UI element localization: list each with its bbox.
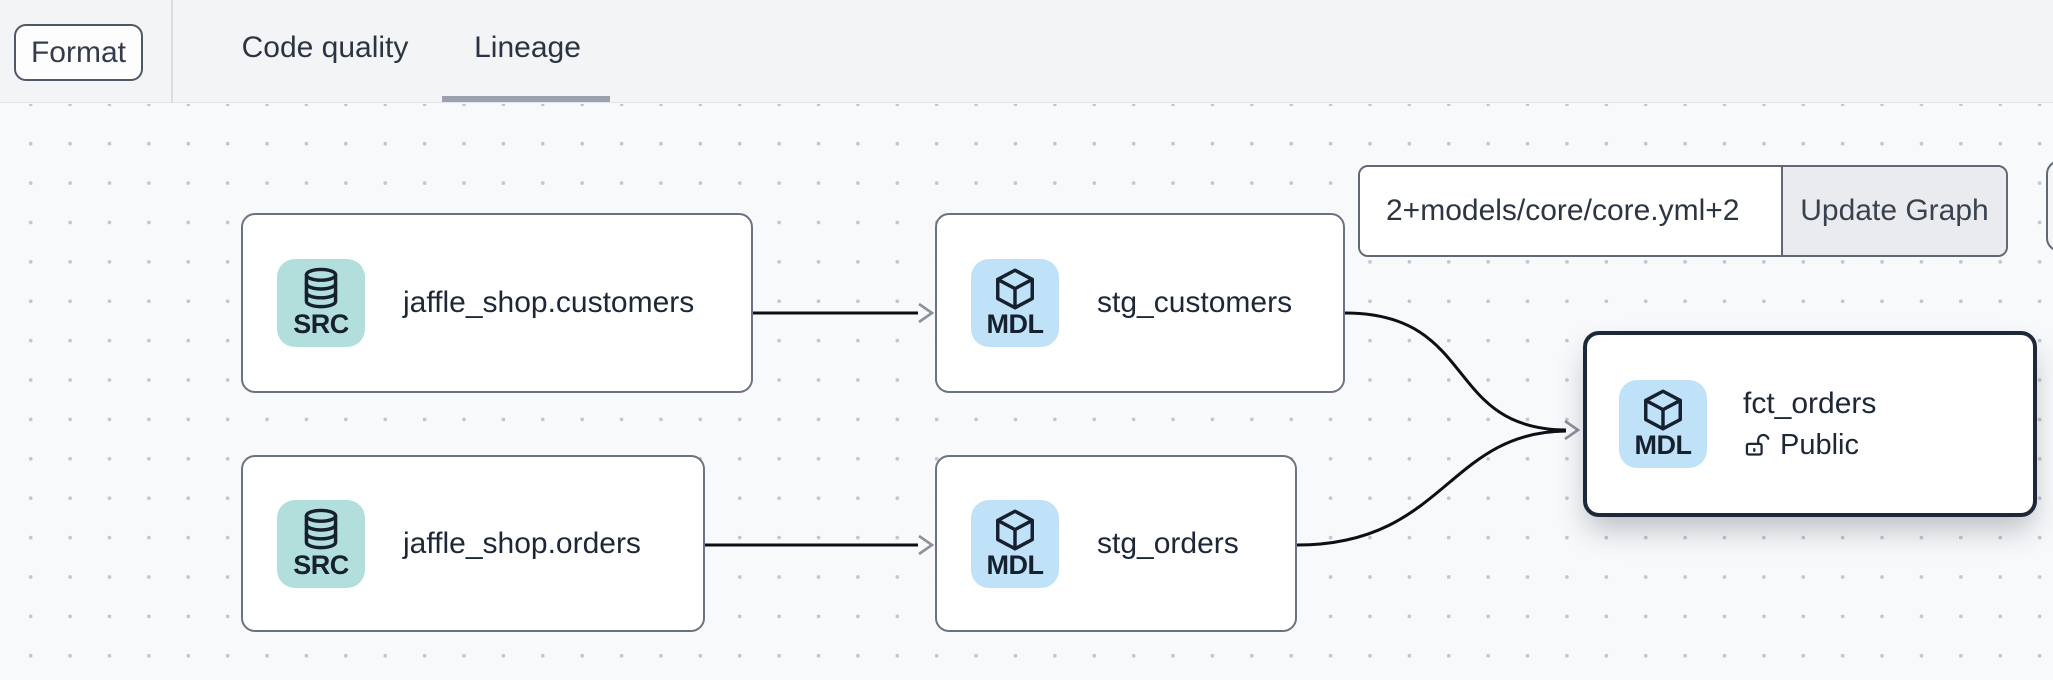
node-label: jaffle_shop.customers [403, 286, 695, 319]
model-badge: MDL [971, 499, 1059, 588]
format-button[interactable]: Format [14, 24, 143, 81]
badge-label: MDL [1634, 430, 1692, 460]
active-tab-indicator [442, 96, 610, 102]
node-label: fct_orders [1743, 386, 1877, 420]
database-icon [304, 508, 338, 549]
lineage-selector-group: Update Graph [1358, 165, 2008, 257]
source-badge: SRC [277, 259, 365, 347]
update-graph-button[interactable]: Update Graph [1781, 167, 2006, 255]
lock-open-icon [1745, 433, 1770, 456]
editor-toolbar: Format Code quality Lineage [0, 0, 2053, 103]
node-label: stg_orders [1097, 526, 1239, 560]
access-label: Public [1780, 428, 1859, 461]
cube-icon [996, 508, 1034, 551]
node-source-jaffle-shop-orders[interactable]: SRC jaffle_shop.orders [241, 455, 705, 632]
badge-label: MDL [986, 309, 1044, 339]
node-label: stg_customers [1097, 286, 1293, 319]
model-badge: MDL [1619, 380, 1707, 468]
node-label: jaffle_shop.orders [403, 526, 641, 560]
cube-icon [996, 268, 1034, 310]
badge-label: MDL [986, 549, 1044, 580]
node-model-stg-customers[interactable]: MDL stg_customers [935, 213, 1345, 393]
cube-icon [1644, 389, 1682, 431]
tab-lineage[interactable]: Lineage [474, 31, 581, 64]
toolbar-divider [171, 0, 173, 103]
tab-code-quality[interactable]: Code quality [241, 31, 409, 64]
clipped-edge-button[interactable] [2046, 160, 2053, 252]
node-text-column: fct_orders Public [1743, 387, 1876, 462]
lineage-selector-input[interactable] [1360, 167, 1781, 255]
source-badge: SRC [277, 499, 365, 588]
node-source-jaffle-shop-customers[interactable]: SRC jaffle_shop.customers [241, 213, 753, 393]
node-model-fct-orders-selected[interactable]: MDL fct_orders Public [1583, 331, 2037, 517]
model-badge: MDL [971, 259, 1059, 347]
database-icon [304, 267, 338, 309]
node-model-stg-orders[interactable]: MDL stg_orders [935, 455, 1297, 632]
badge-label: SRC [293, 309, 349, 339]
access-row: Public [1743, 429, 1876, 462]
badge-label: SRC [293, 549, 349, 580]
